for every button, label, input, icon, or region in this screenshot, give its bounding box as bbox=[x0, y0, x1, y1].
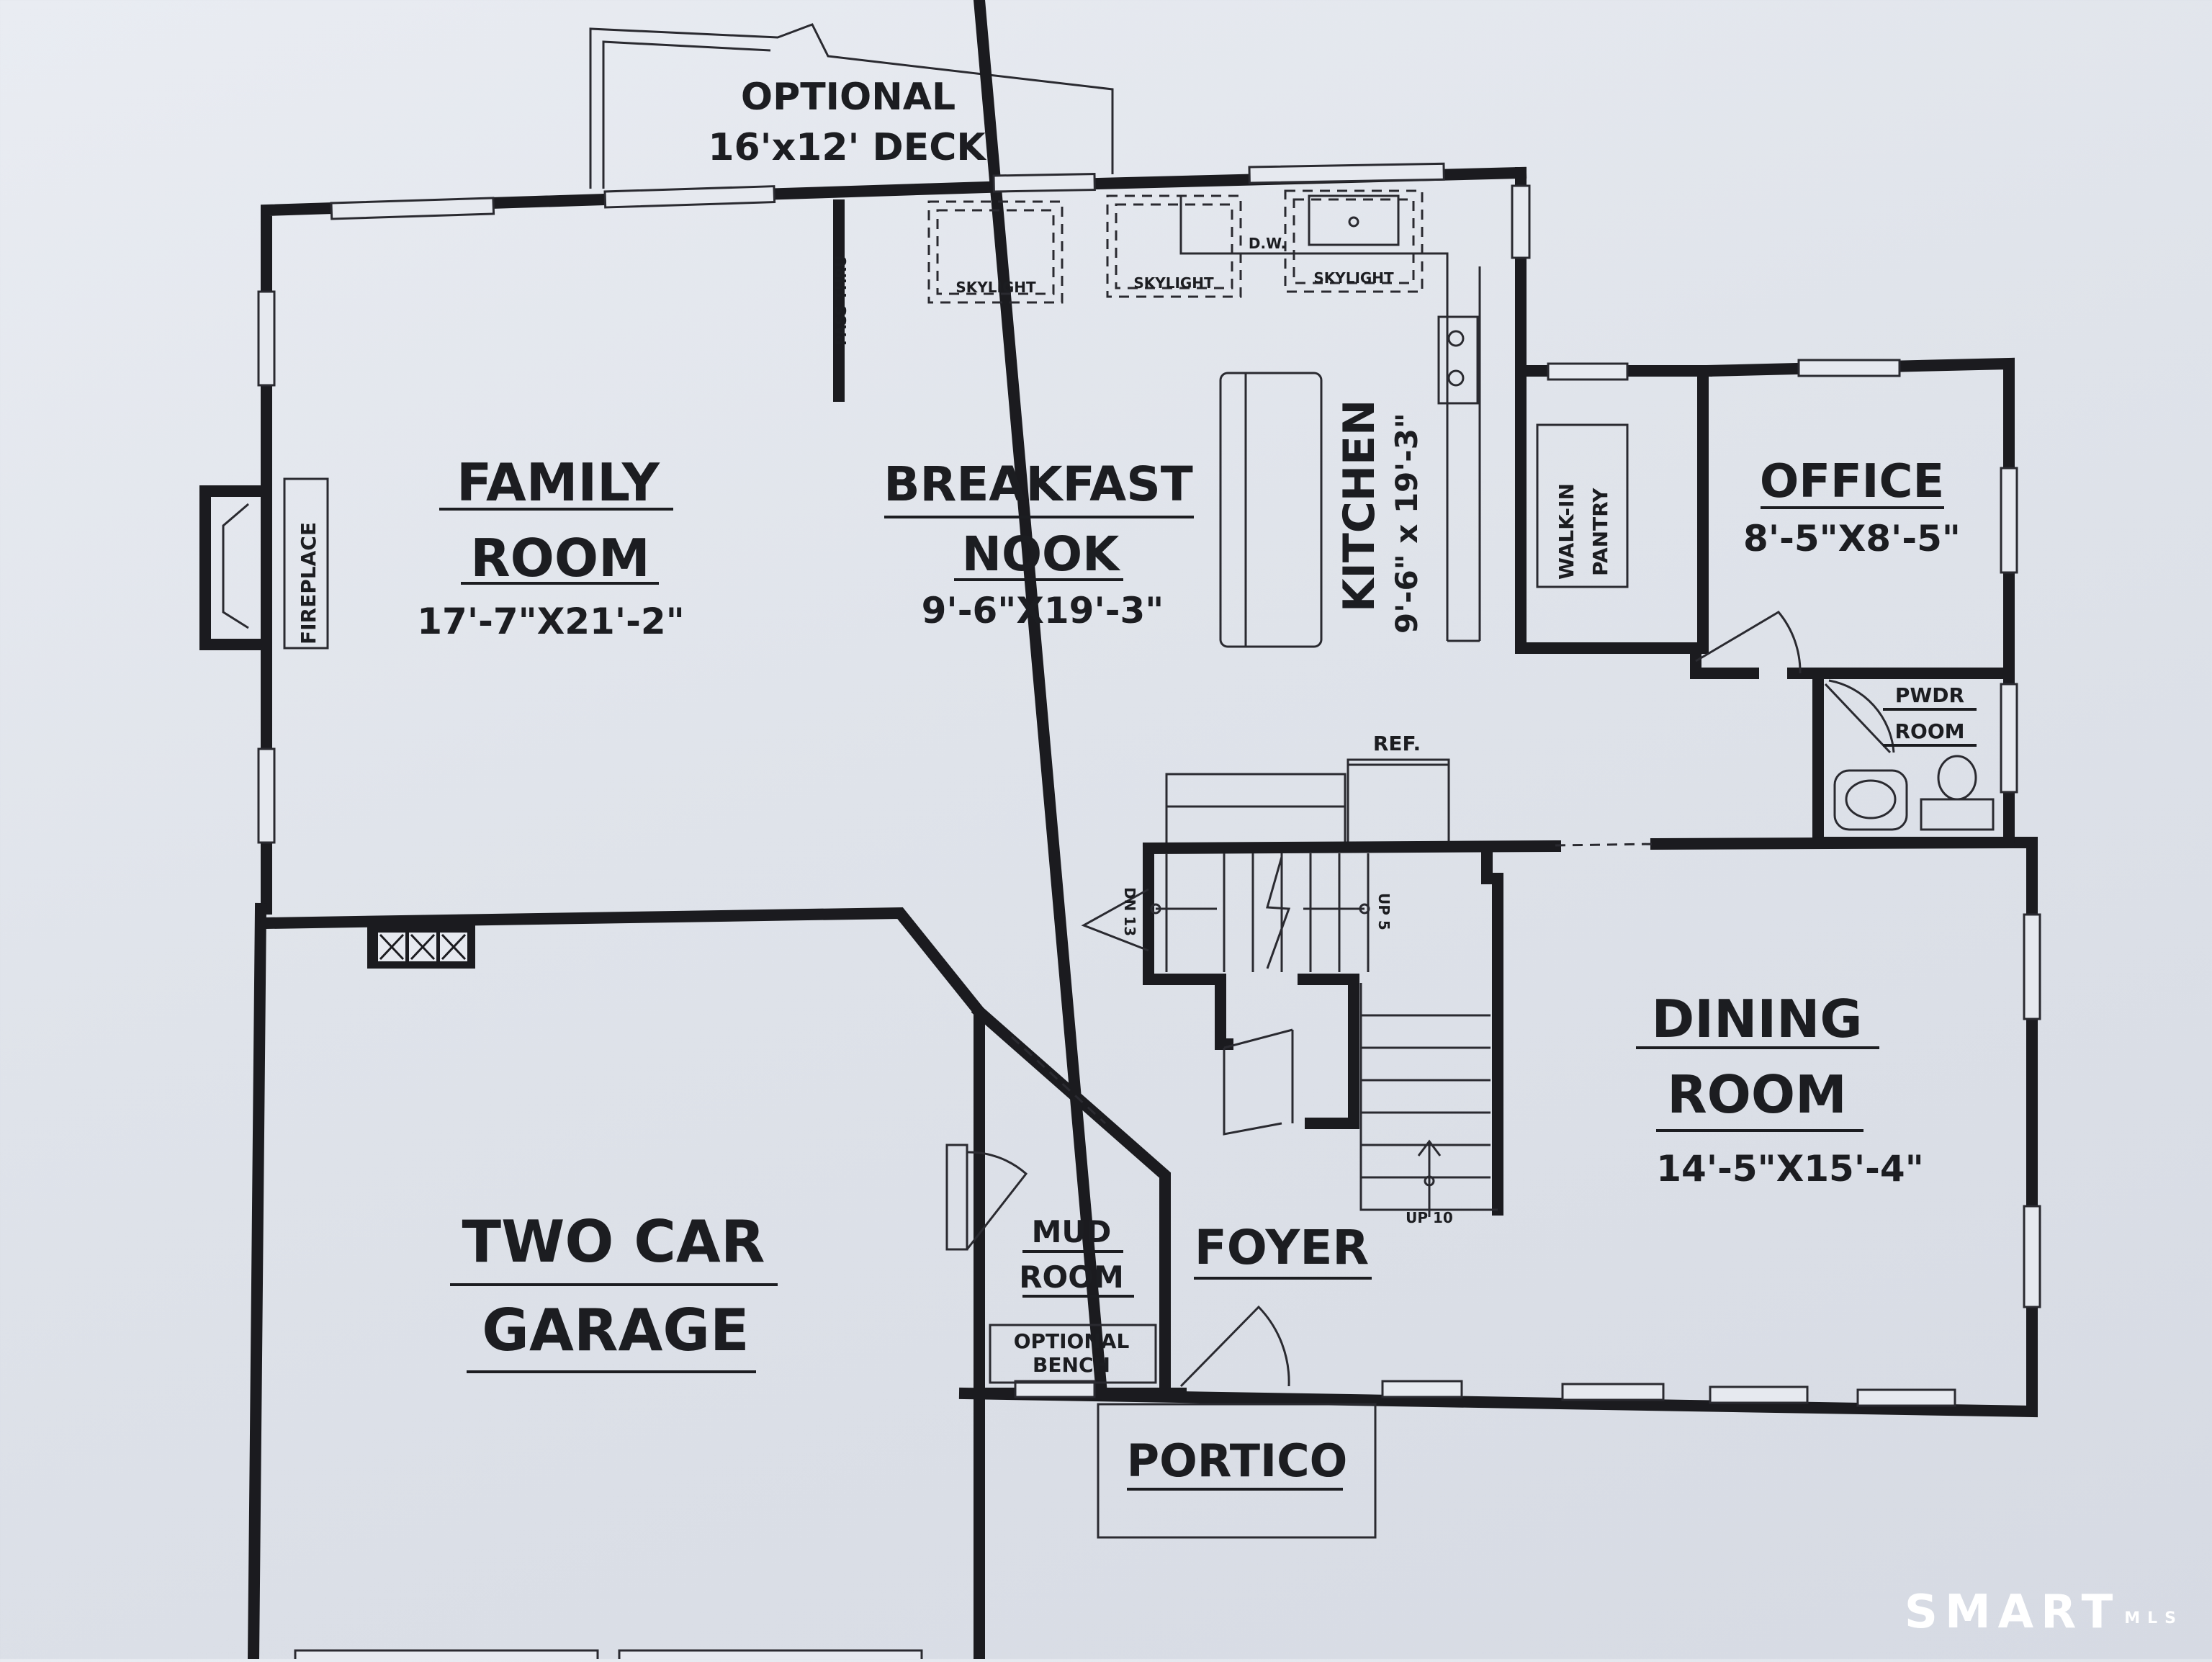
family-room-line2: ROOM bbox=[470, 528, 650, 588]
deck-label-line1: OPTIONAL bbox=[741, 76, 956, 119]
pantry-line1: WALK-IN bbox=[1555, 483, 1578, 580]
foyer: FOYER bbox=[1161, 1220, 1372, 1399]
breakfast-dims: 9'-6"X19'-3" bbox=[922, 590, 1164, 632]
kitchen-dims: 9'-6" x 19'-3" bbox=[1389, 413, 1424, 634]
skylight-label-1: SKYLIGHT bbox=[956, 279, 1036, 296]
deck-label-line2: 16'x12' DECK bbox=[708, 126, 986, 169]
watermark-brand: SMART bbox=[1904, 1586, 2121, 1639]
skylight-label-3: SKYLIGHT bbox=[1313, 269, 1394, 287]
dw-label: D.W. bbox=[1249, 235, 1286, 252]
optional-deck: OPTIONAL 16'x12' DECK bbox=[589, 23, 1114, 189]
kitchen-fixtures: D.W. KITCHEN 9'-6" x 19'-3" bbox=[1179, 194, 1481, 648]
office-dims: 8'-5"X8'-5" bbox=[1743, 518, 1961, 560]
watermark-sub: MLS bbox=[2124, 1609, 2183, 1627]
mud-room: MUD ROOM OPTIONAL BENCH bbox=[945, 1036, 1157, 1384]
foyer-name: FOYER bbox=[1195, 1220, 1370, 1275]
mud-line2: ROOM bbox=[1019, 1259, 1124, 1295]
pass-thru: PASS THRU bbox=[832, 199, 850, 402]
garage: TWO CAR GARAGE bbox=[367, 925, 778, 1373]
family-room-line1: FAMILY bbox=[457, 452, 660, 513]
powder-room: PWDR ROOM bbox=[1812, 668, 2015, 848]
dining-line1: DINING bbox=[1652, 989, 1863, 1049]
ref-label: REF. bbox=[1373, 732, 1421, 755]
exterior-walls bbox=[199, 0, 2038, 1662]
kitchen-name: KITCHEN bbox=[1334, 400, 1385, 612]
portico: PORTICO bbox=[1097, 1403, 1377, 1539]
fireplace-label: FIREPLACE bbox=[297, 522, 320, 644]
dining-room: DINING ROOM 14'-5"X15'-4" bbox=[1636, 989, 1924, 1190]
stairs: REF. DN 13 UP 5 bbox=[1081, 732, 2015, 1226]
pantry-line2: PANTRY bbox=[1588, 488, 1612, 576]
windows bbox=[257, 162, 2041, 1407]
garage-line2: GARAGE bbox=[482, 1297, 749, 1364]
fireplace: FIREPLACE bbox=[222, 477, 329, 650]
office: OFFICE 8'-5"X8'-5" bbox=[1690, 455, 2015, 679]
garage-line1: TWO CAR bbox=[462, 1208, 765, 1275]
bench-line2: BENCH bbox=[1033, 1353, 1110, 1377]
dining-line2: ROOM bbox=[1667, 1064, 1847, 1125]
skylight-label-2: SKYLIGHT bbox=[1133, 274, 1214, 292]
office-name: OFFICE bbox=[1760, 455, 1944, 508]
family-room: FAMILY ROOM 17'-7"X21'-2" bbox=[417, 452, 685, 642]
dn13-label: DN 13 bbox=[1121, 887, 1138, 936]
garage-door-hint bbox=[294, 1649, 923, 1662]
up10-label: UP 10 bbox=[1406, 1209, 1453, 1226]
powder-line2: ROOM bbox=[1894, 719, 1964, 743]
mud-line1: MUD bbox=[1032, 1214, 1112, 1249]
pass-thru-label: PASS THRU bbox=[832, 256, 850, 346]
portico-name: PORTICO bbox=[1127, 1434, 1348, 1487]
breakfast-line2: NOOK bbox=[962, 526, 1121, 582]
breakfast-line1: BREAKFAST bbox=[884, 457, 1193, 512]
powder-line1: PWDR bbox=[1895, 683, 1964, 707]
breakfast-nook: BREAKFAST NOOK 9'-6"X19'-3" bbox=[884, 457, 1194, 632]
bench-line1: OPTIONAL bbox=[1014, 1329, 1130, 1353]
family-room-dims: 17'-7"X21'-2" bbox=[417, 601, 685, 642]
dining-dims: 14'-5"X15'-4" bbox=[1656, 1148, 1924, 1190]
skylights: SKYLIGHT SKYLIGHT SKYLIGHT bbox=[927, 189, 1424, 304]
up5-label: UP 5 bbox=[1375, 893, 1393, 930]
walk-in-pantry: WALK-IN PANTRY bbox=[1515, 365, 1709, 654]
